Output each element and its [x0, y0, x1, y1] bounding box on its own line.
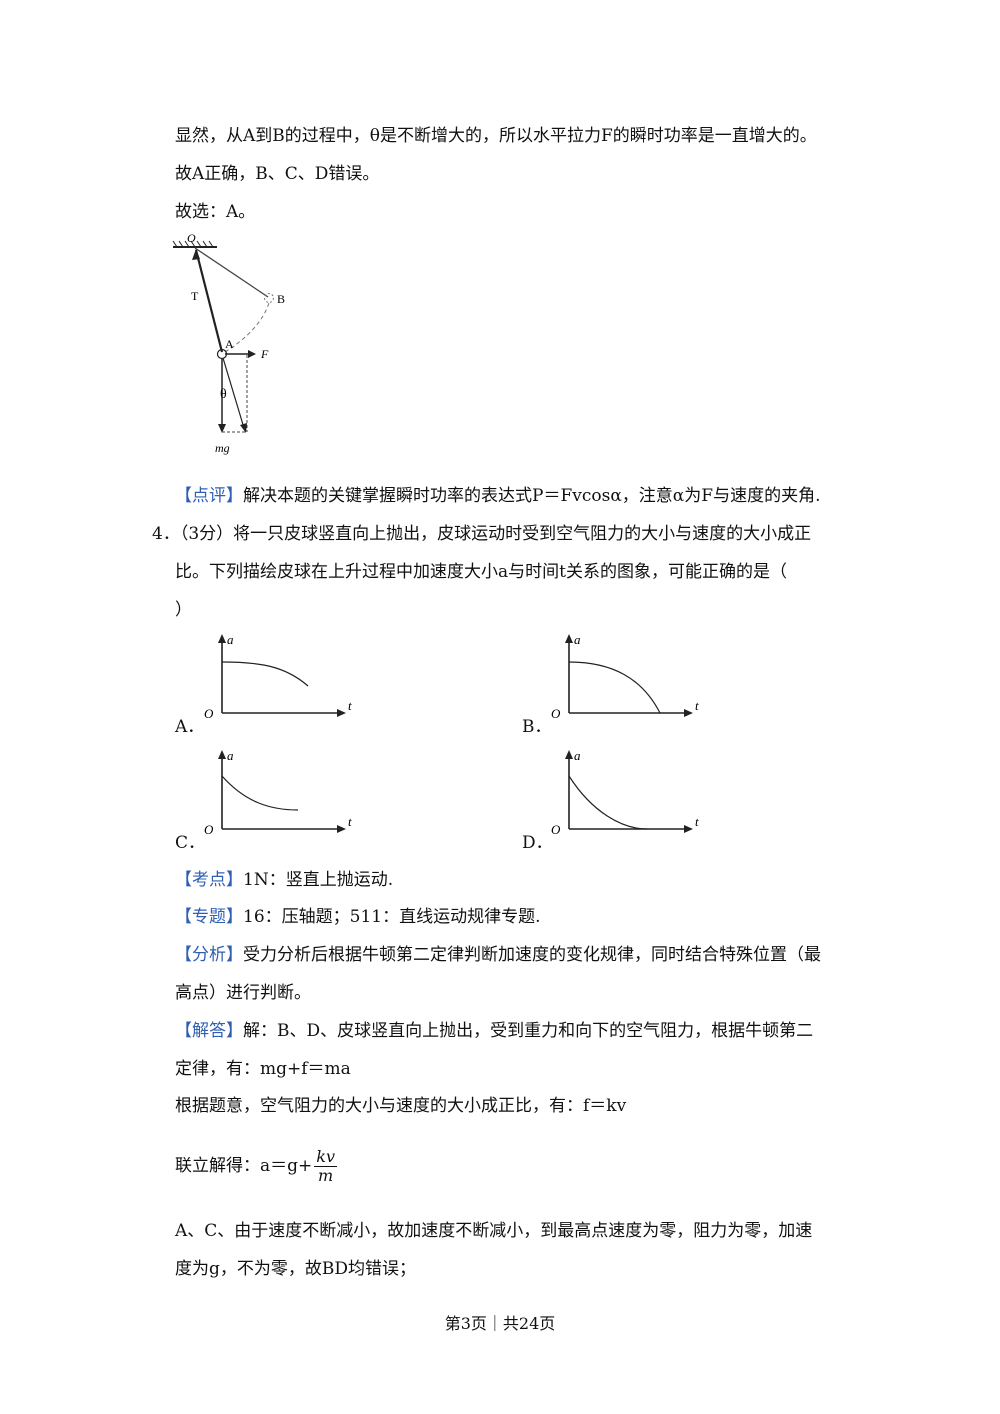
fenxi-line-2: 高点）进行判断。 — [175, 983, 311, 1003]
fenxi-tag: 【分析】 — [175, 945, 243, 965]
option-a-axis-x: t — [348, 698, 352, 713]
option-d-axis-x: t — [695, 814, 699, 829]
option-b-axis-x: t — [695, 698, 699, 713]
kaodian-tag: 【考点】 — [175, 870, 243, 890]
fraction-denominator: m — [318, 1166, 334, 1185]
page-footer: 第3页｜共24页 — [444, 1314, 556, 1333]
option-a-axis-y: a — [227, 632, 234, 647]
option-d-axis-y: a — [574, 748, 581, 763]
fenxi-text-1: 受力分析后根据牛顿第二定律判断加速度的变化规律，同时结合特殊位置（最 — [243, 945, 821, 965]
comment-tag: 【点评】 — [175, 486, 243, 506]
option-d-origin: O — [551, 822, 561, 837]
option-a-label: A． — [175, 717, 205, 737]
solution-line-2: 故A正确，B、C、D错误。 — [175, 164, 380, 184]
label-a: A — [225, 337, 234, 351]
pendulum-force-diagram: O B T A F mg θ — [172, 231, 285, 455]
option-b-origin: O — [551, 706, 561, 721]
option-b-label: B． — [522, 717, 552, 737]
option-c-origin: O — [204, 822, 214, 837]
option-c-axis-y: a — [227, 748, 234, 763]
option-c-graph: a t O — [204, 748, 352, 837]
label-mg: mg — [215, 441, 230, 455]
question-4-line-1: 4．（3分）将一只皮球竖直向上抛出，皮球运动时受到空气阻力的大小与速度的大小成正 — [152, 524, 812, 544]
option-b-axis-y: a — [574, 632, 581, 647]
fenxi-line-1: 【分析】受力分析后根据牛顿第二定律判断加速度的变化规律，同时结合特殊位置（最 — [175, 943, 821, 967]
label-b: B — [277, 292, 285, 306]
zhuanti-line: 【专题】16：压轴题；511：直线运动规律专题. — [175, 905, 540, 929]
label-t: T — [191, 289, 199, 303]
question-4-line-3: ） — [175, 600, 192, 620]
option-a-origin: O — [204, 706, 214, 721]
jieda-line-6: 度为g，不为零，故BD均错误； — [175, 1259, 417, 1279]
jieda-text-1: 解：B、D、皮球竖直向上抛出，受到重力和向下的空气阻力，根据牛顿第二 — [243, 1021, 814, 1041]
solution-answer: 故选：A。 — [175, 202, 256, 222]
label-theta: θ — [220, 387, 227, 402]
label-o: O — [187, 231, 196, 245]
kaodian-line: 【考点】1N：竖直上抛运动. — [175, 868, 393, 892]
jieda-line-1: 【解答】解：B、D、皮球竖直向上抛出，受到重力和向下的空气阻力，根据牛顿第二 — [175, 1019, 813, 1043]
kaodian-text: 1N：竖直上抛运动. — [243, 870, 394, 890]
question-4-line-2: 比。下列描绘皮球在上升过程中加速度大小a与时间t关系的图象，可能正确的是（ — [175, 562, 787, 582]
fraction-numerator: kv — [314, 1147, 337, 1167]
option-d-graph: a t O — [551, 748, 699, 837]
option-c-label: C． — [175, 833, 206, 853]
label-f: F — [260, 347, 269, 361]
option-d-label: D． — [522, 833, 553, 853]
jieda-line-2: 定律，有：mg+f＝ma — [175, 1059, 351, 1079]
option-b-graph: a t O — [551, 632, 699, 721]
jieda-text-4: 联立解得：a＝g+ — [175, 1156, 313, 1176]
option-c-axis-x: t — [348, 814, 352, 829]
comment-text: 解决本题的关键掌握瞬时功率的表达式P＝Fvcosα，注意α为F与速度的夹角. — [243, 486, 821, 506]
jieda-line-3: 根据题意，空气阻力的大小与速度的大小成正比，有：f＝kv — [175, 1096, 627, 1116]
zhuanti-tag: 【专题】 — [175, 907, 243, 927]
zhuanti-text: 16：压轴题；511：直线运动规律专题. — [243, 907, 541, 927]
jieda-line-5: A、C、由于速度不断减小，故加速度不断减小，到最高点速度为零，阻力为零，加速 — [175, 1221, 813, 1241]
option-a-graph: a t O — [204, 632, 352, 721]
comment-line: 【点评】解决本题的关键掌握瞬时功率的表达式P＝Fvcosα，注意α为F与速度的夹… — [175, 484, 820, 508]
jieda-tag: 【解答】 — [175, 1021, 243, 1041]
solution-line-1: 显然，从A到B的过程中，θ是不断增大的，所以水平拉力F的瞬时功率是一直增大的。 — [175, 126, 817, 146]
